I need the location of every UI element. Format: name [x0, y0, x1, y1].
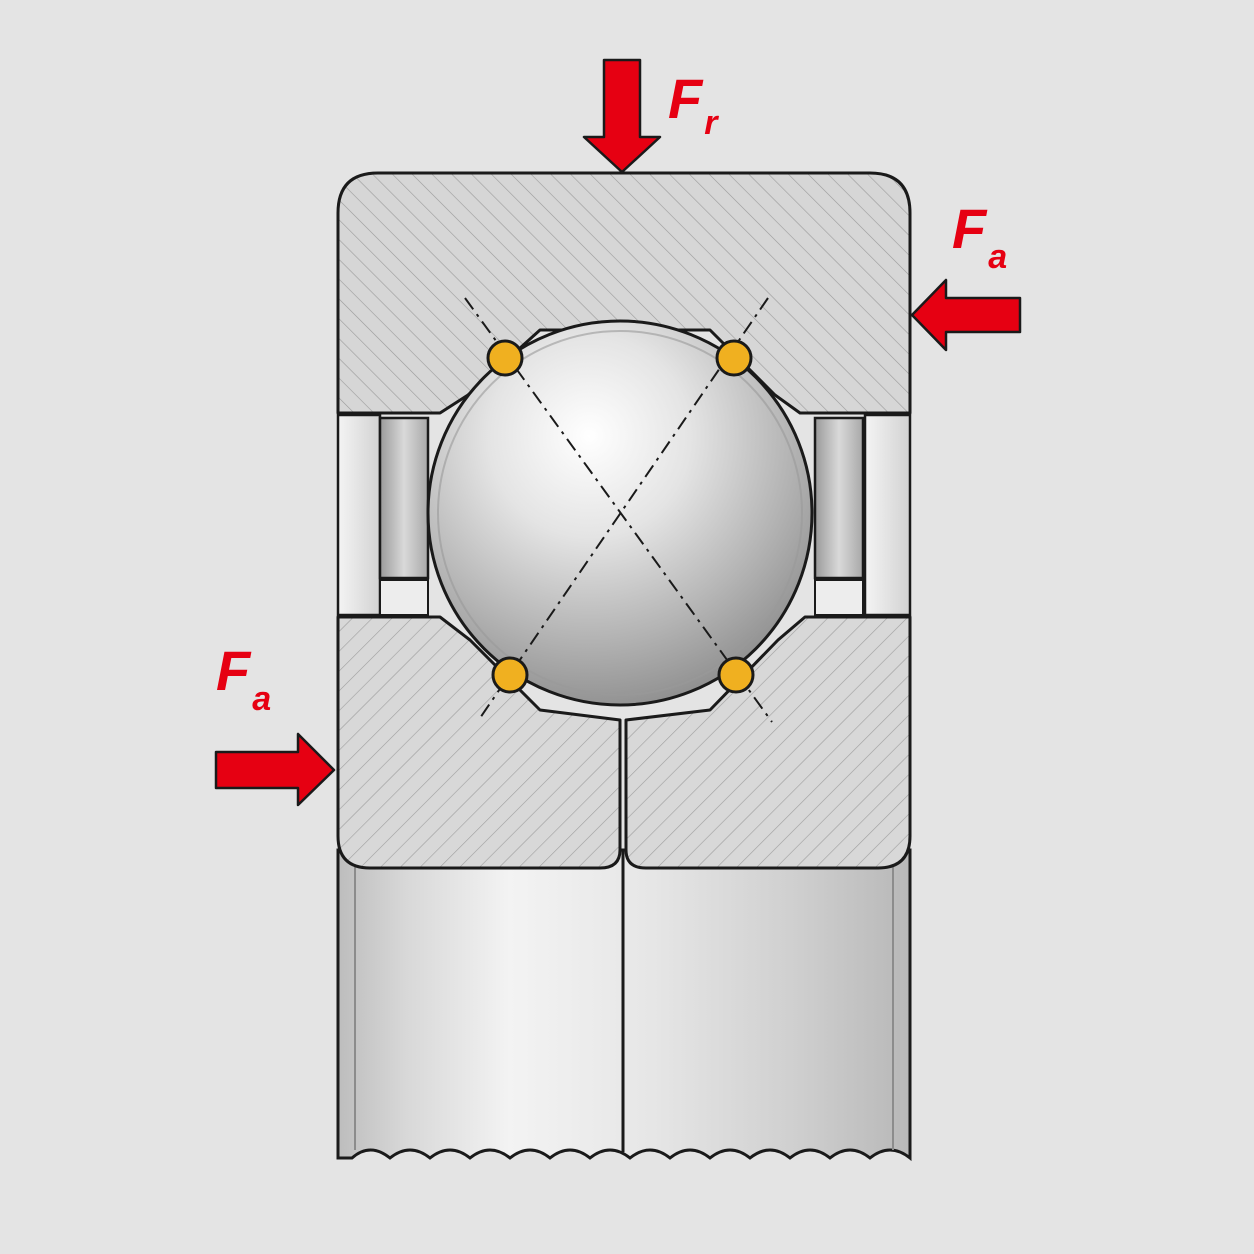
radial-force-label: Fr	[668, 67, 719, 142]
radial-force-arrow	[582, 58, 662, 174]
right-shield	[813, 413, 912, 617]
contact-points	[486, 339, 755, 694]
contact-point-inner-left	[491, 656, 529, 694]
axial-force-arrow-right	[910, 278, 1022, 352]
contact-point-outer-right	[715, 339, 753, 377]
contact-point-outer-left	[486, 339, 524, 377]
axial-force-arrow-left	[214, 732, 336, 807]
inner-ring-right-half	[624, 615, 912, 870]
contact-point-inner-right	[717, 656, 755, 694]
axial-force-label-right: Fa	[952, 197, 1007, 276]
outer-ring	[336, 171, 912, 415]
shaft	[336, 848, 912, 1162]
left-shield	[336, 413, 430, 617]
axial-force-label-left: Fa	[216, 639, 271, 718]
inner-ring-left-half	[336, 615, 622, 870]
